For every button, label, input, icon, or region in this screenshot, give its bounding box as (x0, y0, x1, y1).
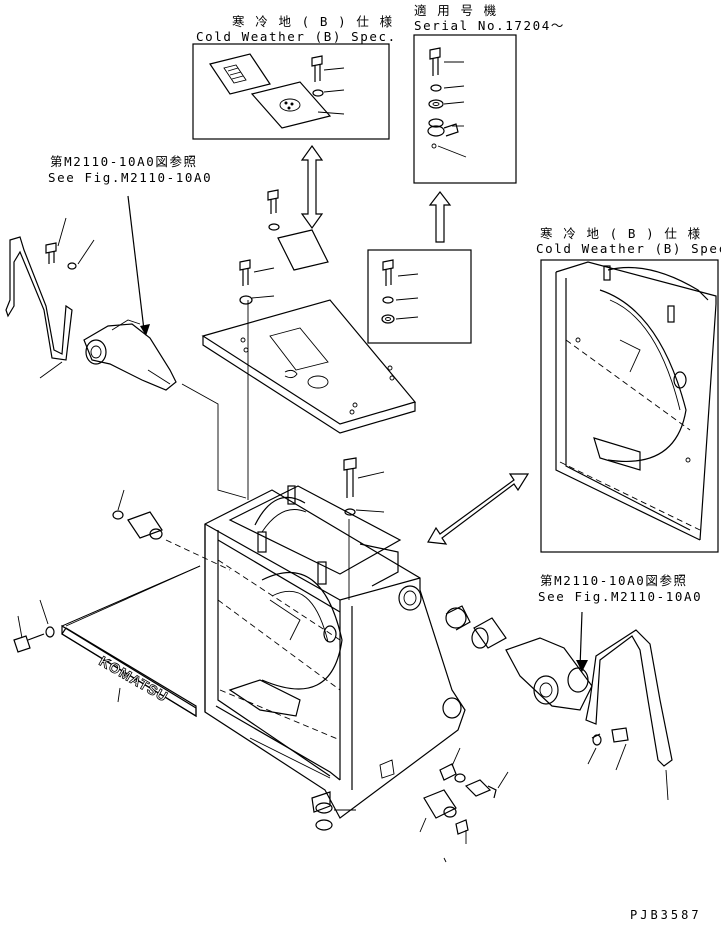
cold-weather-right-en: Cold Weather (B) Spec. (536, 241, 721, 256)
radiator-frame (204, 485, 466, 831)
cold-weather-right-jp: 寒 冷 地 ( B ) 仕 様 (540, 226, 702, 241)
serial-inset (413, 34, 517, 184)
left-hose-assembly (5, 195, 247, 499)
serial-en: Serial No.17204～ (414, 18, 565, 33)
bolt-inset-box (367, 249, 472, 344)
drawing-code: PJB3587 (630, 908, 702, 922)
left-bushing (112, 489, 231, 571)
right-hose-assembly (445, 605, 673, 801)
ref-right-en: See Fig.M2110-10A0 (538, 589, 703, 604)
cold-weather-inset-top (192, 43, 390, 140)
bottom-right-hardware (419, 747, 509, 863)
arrow-up (428, 191, 452, 243)
double-arrow-vertical (300, 144, 324, 230)
komatsu-plate: KOMATSU (61, 565, 201, 718)
plate-text: KOMATSU (97, 653, 171, 705)
double-arrow-diagonal (427, 473, 530, 545)
ref-left-jp: 第M2110-10A0図参照 (50, 154, 198, 169)
serial-jp: 適 用 号 機 (414, 3, 498, 18)
top-cover-plate (201, 189, 417, 434)
ref-right-jp: 第M2110-10A0図参照 (540, 573, 688, 588)
frame-bolt (247, 300, 385, 600)
cold-weather-top-jp: 寒 冷 地 ( B ) 仕 様 (232, 14, 394, 29)
nameplate-assembly (13, 565, 201, 718)
cold-weather-inset-right (540, 259, 719, 553)
ref-left-en: See Fig.M2110-10A0 (48, 170, 213, 185)
cold-weather-top-en: Cold Weather (B) Spec. (196, 29, 397, 44)
